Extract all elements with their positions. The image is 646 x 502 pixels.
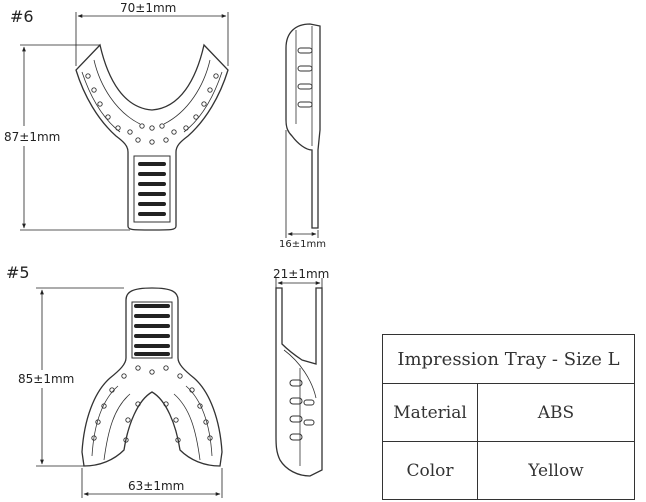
specs-title: Impression Tray - Size L bbox=[382, 334, 635, 384]
tray6-width-label: 70±1mm bbox=[120, 1, 176, 15]
tray5-retention-holes bbox=[91, 365, 213, 443]
tray6-grip-bars bbox=[138, 162, 166, 216]
tray5-side-slots bbox=[289, 379, 315, 441]
tray6-height-dimension bbox=[285, 130, 319, 238]
tray5-width-label: 63±1mm bbox=[128, 479, 184, 493]
tray6-width-dimension bbox=[75, 12, 229, 66]
tray5-height-label: 21±1mm bbox=[273, 267, 329, 281]
color-value: Yellow bbox=[477, 441, 635, 500]
tray5-length-dimension bbox=[36, 287, 124, 467]
tray5-height-dimension bbox=[275, 278, 323, 288]
tray5-label: #5 bbox=[6, 263, 30, 282]
tray5-side-view bbox=[275, 287, 323, 477]
tray6-height-label: 16±1mm bbox=[279, 239, 326, 250]
tray6-retention-holes bbox=[85, 73, 219, 145]
tray6-label: #6 bbox=[10, 7, 34, 26]
specs-table: Impression Tray - Size L Material ABS Co… bbox=[382, 334, 635, 500]
tray6-length-dimension bbox=[20, 44, 130, 231]
tray5-grip-bars bbox=[134, 304, 170, 356]
color-key: Color bbox=[382, 441, 478, 500]
tray5-width-dimension bbox=[81, 468, 223, 498]
tray6-top-view bbox=[75, 43, 229, 231]
tray6-side-slots bbox=[297, 47, 313, 108]
material-value: ABS bbox=[477, 383, 635, 442]
tray5-length-label: 85±1mm bbox=[18, 372, 74, 386]
material-key: Material bbox=[382, 383, 478, 442]
tray6-side-view bbox=[285, 23, 321, 229]
tray6-length-label: 87±1mm bbox=[4, 130, 60, 144]
